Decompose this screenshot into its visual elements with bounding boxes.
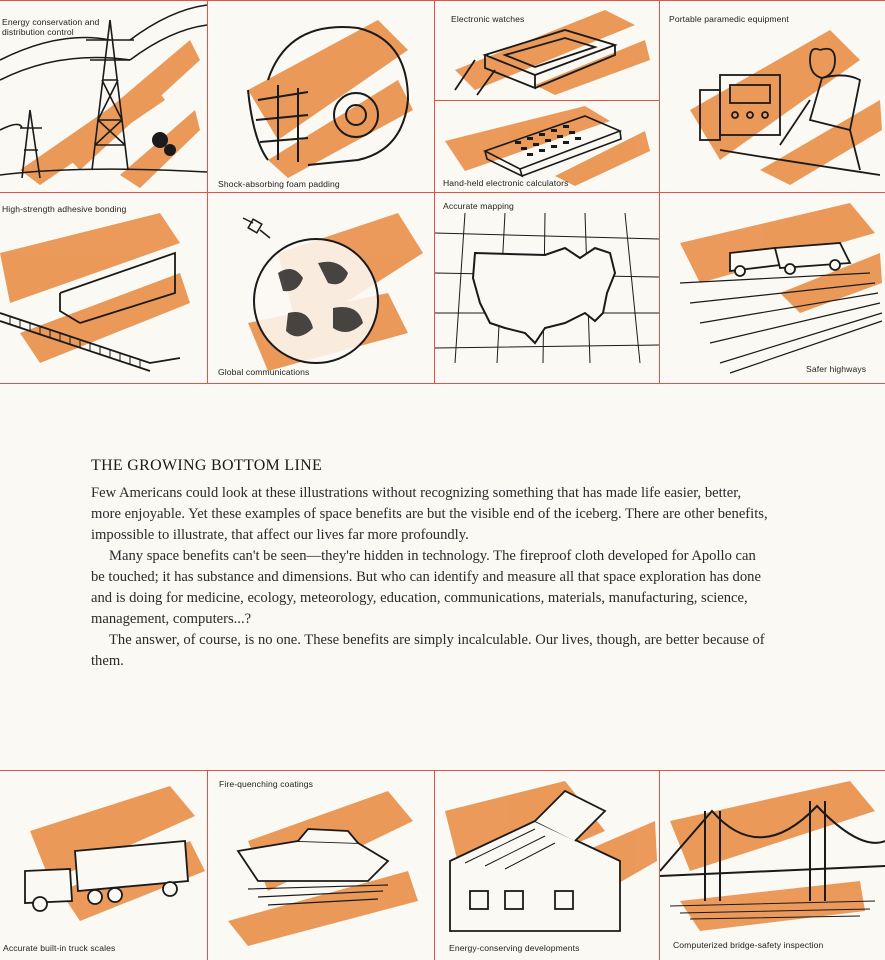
caption-highways: Safer highways bbox=[806, 364, 867, 374]
top-border bbox=[0, 0, 885, 1]
illustration-football-helmet: Shock-absorbing foam padding bbox=[208, 0, 434, 192]
caption-helmet: Shock-absorbing foam padding bbox=[218, 179, 340, 189]
illustration-house: Energy-conserving developments bbox=[435, 771, 659, 960]
article-paragraph-1: Few Americans could look at these illust… bbox=[91, 485, 768, 543]
caption-truck: Accurate built-in truck scales bbox=[3, 943, 116, 953]
bottom-col-divider-2 bbox=[434, 770, 435, 960]
col-divider-2 bbox=[434, 0, 435, 383]
caption-boat: Fire-quenching coatings bbox=[219, 779, 314, 789]
illustration-paramedic: Portable paramedic equipment bbox=[660, 0, 885, 192]
map-drawing bbox=[435, 212, 659, 364]
article-paragraph-2: Many space benefits can't be seen—they'r… bbox=[91, 548, 761, 627]
article-title: THE GROWING BOTTOM LINE bbox=[91, 457, 323, 474]
illustration-electronic-watch: Electronic watches bbox=[435, 0, 659, 100]
watch-drawing bbox=[454, 10, 650, 96]
row-divider-1 bbox=[0, 192, 885, 193]
article: THE GROWING BOTTOM LINE Few Americans co… bbox=[91, 457, 771, 672]
bottom-col-divider-3 bbox=[659, 770, 660, 960]
bottom-row-top bbox=[0, 770, 885, 771]
row-divider-2 bbox=[0, 383, 885, 384]
caption-global: Global communications bbox=[218, 367, 310, 377]
col-divider-3 bbox=[659, 0, 660, 383]
house-drawing bbox=[445, 781, 657, 932]
illustration-energy-towers: Energy conservation and distribution con… bbox=[0, 0, 207, 192]
truck-drawing bbox=[24, 786, 205, 921]
caption-mapping: Accurate mapping bbox=[443, 201, 514, 211]
caption-bridge: Computerized bridge-safety inspection bbox=[673, 940, 824, 950]
beam-drawing bbox=[0, 213, 190, 372]
illustration-bridge: Computerized bridge-safety inspection bbox=[660, 771, 885, 960]
helmet-drawing bbox=[247, 20, 413, 178]
illustration-calculator: Hand-held electronic calculators bbox=[435, 101, 659, 192]
caption-adhesive: High-strength adhesive bonding bbox=[2, 204, 127, 214]
highway-drawing bbox=[679, 203, 883, 374]
bridge-drawing bbox=[660, 781, 885, 931]
bottom-col-divider-1 bbox=[207, 770, 208, 960]
caption-paramedic: Portable paramedic equipment bbox=[669, 14, 789, 24]
col-divider-1 bbox=[207, 0, 208, 383]
illustration-highway: Safer highways bbox=[660, 193, 885, 383]
caption-watches: Electronic watches bbox=[451, 14, 525, 24]
boat-drawing bbox=[228, 791, 418, 946]
illustration-boat: Fire-quenching coatings bbox=[208, 771, 434, 960]
caption-calculators: Hand-held electronic calculators bbox=[443, 178, 569, 188]
calculator-drawing bbox=[445, 106, 650, 186]
illustration-us-map: Accurate mapping bbox=[435, 193, 659, 383]
caption-energy: Energy conservation and distribution con… bbox=[2, 17, 100, 37]
power-tower-drawing bbox=[0, 4, 207, 188]
paramedic-drawing bbox=[690, 30, 882, 185]
caption-house: Energy-conserving developments bbox=[449, 943, 580, 953]
illustration-truck: Accurate built-in truck scales bbox=[0, 771, 207, 960]
globe-drawing bbox=[242, 213, 423, 371]
illustration-globe-satellite: Global communications bbox=[208, 193, 434, 383]
illustration-adhesive-bonding: High-strength adhesive bonding bbox=[0, 193, 207, 383]
watch-calc-divider bbox=[434, 100, 659, 101]
article-paragraph-3: The answer, of course, is no one. These … bbox=[91, 632, 765, 669]
